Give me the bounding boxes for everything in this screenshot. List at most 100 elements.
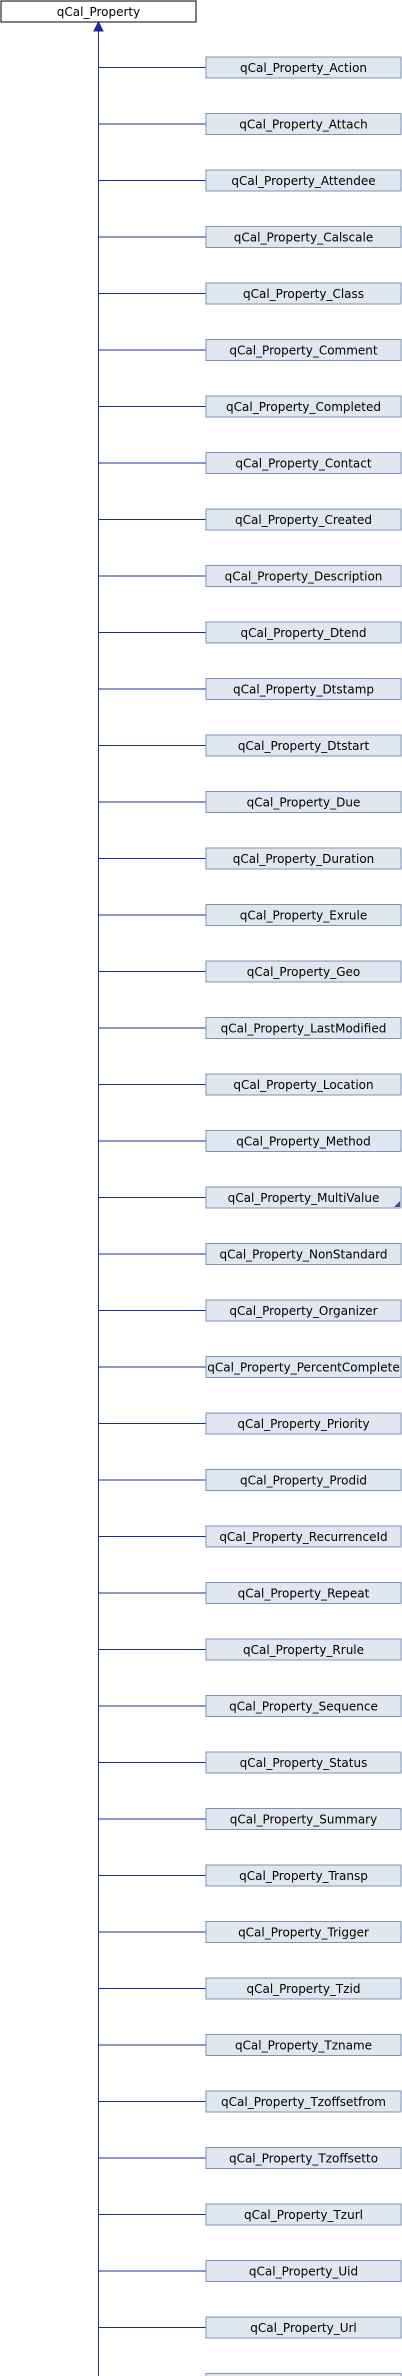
subclass-label: qCal_Property_Dtstart (238, 739, 370, 753)
subclass-label: qCal_Property_Geo (247, 965, 360, 979)
subclass-node[interactable]: qCal_Property_Transp (205, 1864, 402, 1887)
subclass-box (205, 1243, 402, 1265)
subclass-label: qCal_Property_Url (250, 2321, 357, 2335)
subclass-box (205, 791, 402, 813)
subclass-box (205, 960, 402, 983)
subclass-node[interactable]: qCal_Property_Geo (205, 960, 402, 983)
subclass-node[interactable]: qCal_Property_Prodid (205, 1469, 402, 1491)
subclass-box (205, 113, 402, 135)
subclass-node[interactable]: qCal_Property_Trigger (205, 1921, 402, 1943)
subclass-node[interactable]: qCal_Property_Dtend (205, 621, 402, 644)
subclass-label: qCal_Property_Exrule (240, 909, 367, 923)
subclass-box (205, 2373, 402, 2376)
subclass-node[interactable]: qCal_Property_Location (205, 1073, 402, 1096)
subclass-label: qCal_Property_Duration (233, 852, 375, 866)
subclass-node[interactable]: qCal_Property_Uid (205, 2260, 402, 2282)
subclass-node[interactable]: qCal_Property_Tzid (205, 1977, 402, 2000)
subclass-box (205, 621, 402, 644)
subclass-node[interactable]: qCal_Property_Tzoffsetfrom (205, 2090, 402, 2113)
subclass-box (205, 1525, 402, 1548)
subclass-box (205, 1808, 402, 1830)
subclass-box (205, 1638, 402, 1661)
subclass-node[interactable]: qCal_Property_Description (205, 565, 402, 587)
subclass-label: qCal_Property_Attendee (231, 174, 375, 188)
subclass-label: qCal_Property_Due (247, 796, 361, 810)
subclass-node[interactable]: qCal_Property_Priority (205, 1412, 402, 1435)
subclass-node[interactable]: qCal_Property_Contact (205, 452, 402, 474)
subclass-node[interactable]: qCal_Property_LastModified (205, 1017, 402, 1039)
subclass-node[interactable]: qCal_Property_Created (205, 508, 402, 531)
subclass-label: qCal_Property_Location (233, 1078, 373, 1092)
subclass-node[interactable]: qCal_Property_Exrule (205, 904, 402, 926)
subclass-node[interactable]: qCal_Property_Dtstart (205, 734, 402, 757)
subclass-node[interactable]: qCal_Property_Version (205, 2373, 402, 2376)
subclass-box (205, 678, 402, 700)
subclass-node[interactable]: qCal_Property_Rrule (205, 1638, 402, 1661)
inheritance-arrowhead (93, 20, 104, 32)
subclass-node[interactable]: qCal_Property_Method (205, 1130, 402, 1152)
subclass-node[interactable]: qCal_Property_Duration (205, 847, 402, 870)
subclass-box (205, 226, 402, 248)
subclass-label: qCal_Property_MultiValue (228, 1191, 380, 1205)
subclass-box (205, 395, 402, 418)
inheritance-edges (93, 20, 206, 2376)
subclass-node[interactable]: qCal_Property_RecurrenceId (205, 1525, 402, 1548)
subclass-label: qCal_Property_Attach (239, 118, 367, 132)
subclass-box (205, 904, 402, 926)
subclass-node[interactable]: qCal_Property_PercentComplete (205, 1356, 402, 1378)
subclass-node[interactable]: qCal_Property_Status (205, 1751, 402, 1774)
subclass-label: qCal_Property_LastModified (221, 1022, 387, 1036)
subclass-box (205, 1299, 402, 1322)
subclass-node[interactable]: qCal_Property_Tzoffsetto (205, 2147, 402, 2169)
subclass-node[interactable]: qCal_Property_NonStandard (205, 1243, 402, 1265)
subclass-node[interactable]: qCal_Property_Summary (205, 1808, 402, 1830)
subclass-node[interactable]: qCal_Property_Organizer (205, 1299, 402, 1322)
subclass-label: qCal_Property_PercentComplete (207, 1361, 399, 1375)
subclass-box (205, 169, 402, 192)
subclass-label: qCal_Property_Tzname (235, 2039, 372, 2053)
subclass-node[interactable]: qCal_Property_Repeat (205, 1582, 402, 1604)
subclass-label: qCal_Property_Organizer (229, 1304, 377, 1318)
subclass-box (205, 1130, 402, 1152)
subclass-box (205, 2090, 402, 2113)
subclass-node[interactable]: qCal_Property_Calscale (205, 226, 402, 248)
base-class-box (0, 0, 197, 23)
subclass-node[interactable]: qCal_Property_Sequence (205, 1695, 402, 1717)
subclass-node[interactable]: qCal_Property_Class (205, 282, 402, 305)
subclass-label: qCal_Property_Transp (239, 1869, 368, 1883)
subclass-node[interactable]: qCal_Property_Action (205, 56, 402, 79)
subclass-node[interactable]: qCal_Property_Due (205, 791, 402, 813)
subclass-box (205, 734, 402, 757)
subclass-node[interactable]: qCal_Property_Tzurl (205, 2203, 402, 2226)
subclass-box (205, 1751, 402, 1774)
base-class-node[interactable]: qCal_Property (0, 0, 197, 23)
subclass-box (205, 1356, 402, 1378)
subclass-label: qCal_Property_Status (240, 1756, 368, 1770)
subclass-node[interactable]: qCal_Property_Tzname (205, 2034, 402, 2056)
subclass-node[interactable]: qCal_Property_Dtstamp (205, 678, 402, 700)
subclass-node[interactable]: qCal_Property_Attendee (205, 169, 402, 192)
subclass-label: qCal_Property_Priority (237, 1417, 369, 1431)
subclass-label: qCal_Property_Created (235, 513, 372, 527)
subclass-label: qCal_Property_Description (225, 570, 383, 584)
subclass-box (205, 2260, 402, 2282)
subclass-label: qCal_Property_Tzoffsetfrom (221, 2095, 386, 2109)
subclass-node[interactable]: qCal_Property_Comment (205, 339, 402, 361)
subclass-label: qCal_Property_Trigger (238, 1926, 369, 1940)
subclass-box (205, 282, 402, 305)
subclass-node[interactable]: qCal_Property_Url (205, 2316, 402, 2339)
subclass-box (205, 1695, 402, 1717)
subclass-node[interactable]: qCal_Property_Attach (205, 113, 402, 135)
subclass-label: qCal_Property_Prodid (240, 1474, 367, 1488)
subclass-box (205, 565, 402, 587)
subclass-label: qCal_Property_Rrule (243, 1643, 364, 1657)
subclass-label: qCal_Property_Class (243, 287, 364, 301)
subclass-box (205, 1073, 402, 1096)
subclass-label: qCal_Property_Repeat (238, 1587, 370, 1601)
subclass-node[interactable]: qCal_Property_Completed (205, 395, 402, 418)
subclass-label: qCal_Property_Method (236, 1135, 370, 1149)
subclass-box (205, 2316, 402, 2339)
subclass-label: qCal_Property_Calscale (234, 231, 373, 245)
subclass-node[interactable]: qCal_Property_MultiValue (205, 1186, 402, 1209)
